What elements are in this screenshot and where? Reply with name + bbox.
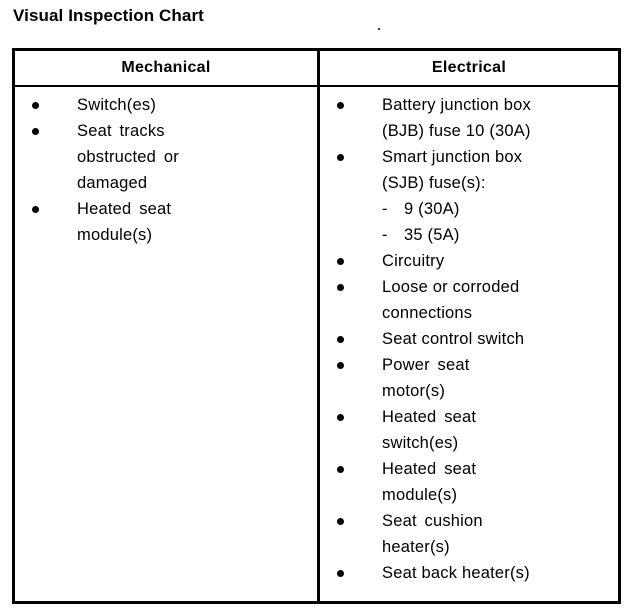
- dash-marker: -: [382, 226, 388, 244]
- table-column-divider: [317, 51, 320, 601]
- list-item: Power seat motor(s): [320, 352, 618, 404]
- bullet-icon: [337, 518, 344, 525]
- list-item-label: Battery junction box (BJB) fuse 10 (30A): [382, 96, 531, 140]
- bullet-icon: [32, 206, 39, 213]
- bullet-icon: [337, 570, 344, 577]
- list-item: Heated seat module(s): [15, 196, 317, 248]
- list-item-label: Seat tracks obstructed or damaged: [77, 122, 179, 192]
- list-item: Seat control switch: [320, 326, 618, 352]
- bullet-icon: [32, 128, 39, 135]
- list-item-label: Seat cushion heater(s): [382, 512, 483, 556]
- column-header-electrical: Electrical: [431, 59, 507, 76]
- page-title: Visual Inspection Chart: [13, 6, 204, 25]
- sub-list-item-label: 35 (5A): [404, 226, 460, 244]
- visual-inspection-table: Mechanical Electrical Switch(es) Seat tr…: [12, 48, 621, 604]
- sub-list-item: - 35 (5A): [382, 222, 614, 248]
- bullet-icon: [337, 154, 344, 161]
- list-item: Smart junction box (SJB) fuse(s): - 9 (3…: [320, 144, 618, 248]
- list-item-label: Smart junction box (SJB) fuse(s):: [382, 148, 523, 192]
- bullet-icon: [337, 362, 344, 369]
- list-item: Seat back heater(s): [320, 560, 618, 586]
- cell-mechanical: Switch(es) Seat tracks obstructed or dam…: [15, 87, 317, 601]
- list-item-label: Heated seat switch(es): [382, 408, 477, 452]
- list-item: Seat tracks obstructed or damaged: [15, 118, 317, 196]
- list-item: Seat cushion heater(s): [320, 508, 618, 560]
- sub-list-item: - 9 (30A): [382, 196, 614, 222]
- list-item-label: Seat control switch: [382, 330, 525, 348]
- electrical-item-list: Battery junction box (BJB) fuse 10 (30A)…: [320, 87, 618, 586]
- bullet-icon: [337, 414, 344, 421]
- list-item-label: Circuitry: [382, 252, 445, 270]
- list-item: Heated seat switch(es): [320, 404, 618, 456]
- list-item-label: Loose or corroded connections: [382, 278, 520, 322]
- list-item-label: Switch(es): [77, 96, 157, 114]
- table-header-divider-left: [15, 85, 317, 87]
- sub-list-item-label: 9 (30A): [404, 200, 460, 218]
- list-item: Circuitry: [320, 248, 618, 274]
- scan-artifact-dot: [378, 28, 380, 30]
- list-item-label: Power seat motor(s): [382, 356, 470, 400]
- list-item: Loose or corroded connections: [320, 274, 618, 326]
- mechanical-item-list: Switch(es) Seat tracks obstructed or dam…: [15, 87, 317, 248]
- list-item-label: Heated seat module(s): [77, 200, 172, 244]
- list-item-label: Seat back heater(s): [382, 564, 530, 582]
- cell-electrical: Battery junction box (BJB) fuse 10 (30A)…: [320, 87, 618, 601]
- list-item: Switch(es): [15, 92, 317, 118]
- list-item: Battery junction box (BJB) fuse 10 (30A): [320, 92, 618, 144]
- bullet-icon: [337, 284, 344, 291]
- bullet-icon: [32, 102, 39, 109]
- fuse-sub-list: - 9 (30A) - 35 (5A): [382, 196, 614, 248]
- table-header-divider-right: [320, 85, 618, 87]
- list-item-label: Heated seat module(s): [382, 460, 477, 504]
- bullet-icon: [337, 466, 344, 473]
- list-item: Heated seat module(s): [320, 456, 618, 508]
- bullet-icon: [337, 336, 344, 343]
- bullet-icon: [337, 102, 344, 109]
- column-header-mechanical: Mechanical: [121, 59, 211, 76]
- dash-marker: -: [382, 200, 388, 218]
- bullet-icon: [337, 258, 344, 265]
